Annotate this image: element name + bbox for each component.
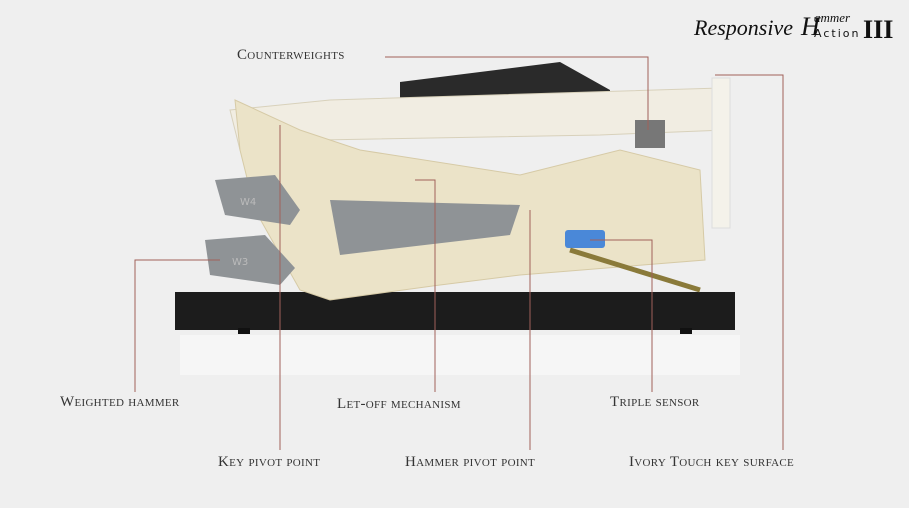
logo-h: H <box>800 12 820 41</box>
sensor-board <box>569 247 701 293</box>
logo-hammer: ammer <box>814 10 851 25</box>
weight-w4 <box>215 175 300 225</box>
key-counterweight <box>635 120 665 148</box>
label-key-pivot: Key pivot point <box>218 454 321 470</box>
weight-mark: W4 <box>240 197 256 208</box>
key-front <box>711 77 731 229</box>
base-foot <box>680 328 692 334</box>
base-rail <box>175 292 735 330</box>
weight-mark: W3 <box>232 257 248 268</box>
logo-numeral: III <box>863 15 894 44</box>
hammer-shank-weight <box>330 200 520 255</box>
label-ivory-touch: Ivory Touch key surface <box>629 454 795 470</box>
triple-sensor-part <box>565 230 605 248</box>
label-counterweights: Counterweights <box>237 47 345 63</box>
label-triple-sensor: Triple sensor <box>610 394 700 410</box>
logo: Responsive H ammer Action III <box>694 10 893 44</box>
logo-action: Action <box>814 27 861 40</box>
label-weighted-hammer: Weighted hammer <box>60 394 180 410</box>
weight-w3 <box>205 235 295 285</box>
label-let-off: Let-off mechanism <box>337 396 461 412</box>
base-foot <box>238 328 250 334</box>
label-hammer-pivot: Hammer pivot point <box>405 454 536 470</box>
leader-lines <box>134 56 784 450</box>
logo-responsive: Responsive <box>694 15 793 40</box>
base-reflection <box>180 335 740 375</box>
